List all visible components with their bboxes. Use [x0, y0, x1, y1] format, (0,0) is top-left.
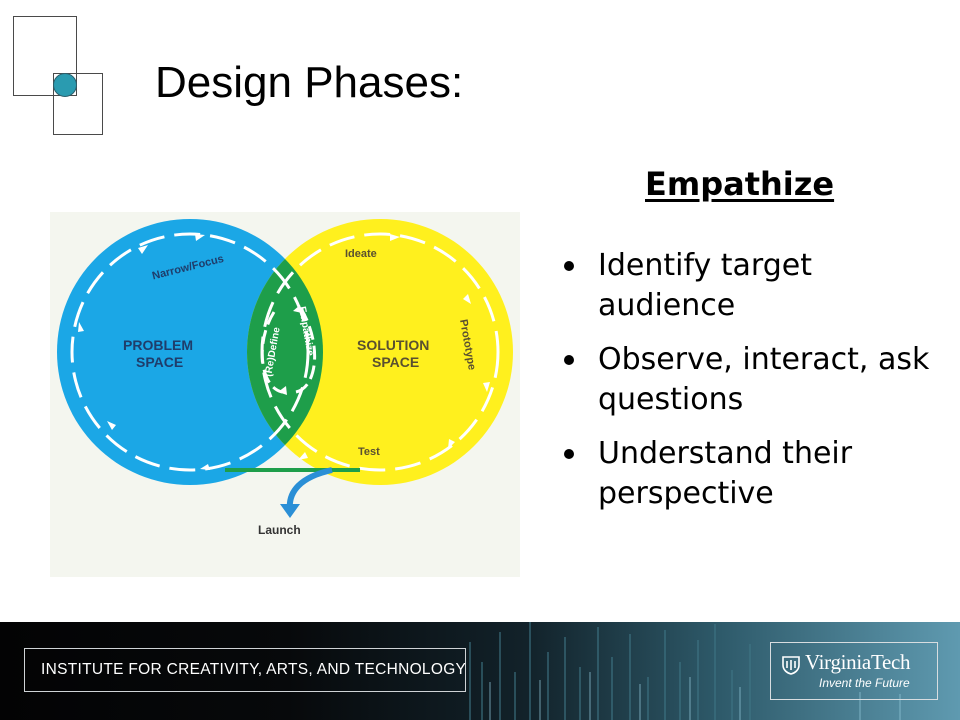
ideate-label: Ideate — [345, 248, 377, 260]
problem-label-2: SPACE — [136, 354, 183, 370]
section-heading: Empathize — [645, 165, 835, 203]
corner-square-bottom — [53, 73, 103, 135]
bullet-text: Understand their perspective — [598, 436, 853, 511]
design-phases-diagram: PROBLEM SPACE SOLUTION SPACE Narrow/Focu… — [50, 212, 520, 577]
bullet-text: Identify target audience — [598, 248, 812, 323]
problem-space-circle — [57, 219, 323, 485]
bullet-list: Identify target audience Observe, intera… — [560, 246, 950, 528]
define-empathize-loop — [260, 306, 317, 394]
institute-name: INSTITUTE FOR CREATIVITY, ARTS, AND TECH… — [41, 661, 467, 678]
slide-title: Design Phases: — [155, 58, 464, 107]
bullet-text: Observe, interact, ask questions — [598, 342, 930, 417]
bullet-icon — [564, 449, 574, 459]
bullet-icon — [564, 261, 574, 271]
university-logo: VirginiaTech Invent the Future — [770, 642, 938, 700]
bullet-icon — [564, 355, 574, 365]
problem-flow-path — [70, 232, 310, 472]
institute-name-box: INSTITUTE FOR CREATIVITY, ARTS, AND TECH… — [24, 648, 466, 692]
loop-arrow-icon — [278, 386, 287, 395]
launch-label: Launch — [258, 523, 301, 537]
bullet-item: Observe, interact, ask questions — [560, 340, 950, 420]
loop-arrow-icon — [293, 305, 302, 313]
flow-arrow-icons — [78, 234, 490, 470]
solution-label-1: SOLUTION — [357, 337, 429, 353]
corner-dot-icon — [53, 73, 77, 97]
footer-banner: INSTITUTE FOR CREATIVITY, ARTS, AND TECH… — [0, 622, 960, 720]
problem-label-1: PROBLEM — [123, 337, 193, 353]
university-name: VirginiaTech — [805, 650, 911, 674]
footer-texture — [469, 622, 901, 720]
corner-square-top — [13, 16, 77, 96]
bullet-item: Identify target audience — [560, 246, 950, 326]
solution-space-circle — [247, 219, 513, 485]
launch-arrow-head-icon — [280, 504, 300, 518]
test-label: Test — [358, 446, 380, 458]
solution-label-2: SPACE — [372, 354, 419, 370]
virginia-tech-seal-icon — [782, 656, 800, 675]
bullet-item: Understand their perspective — [560, 434, 950, 514]
university-tagline: Invent the Future — [819, 676, 910, 690]
